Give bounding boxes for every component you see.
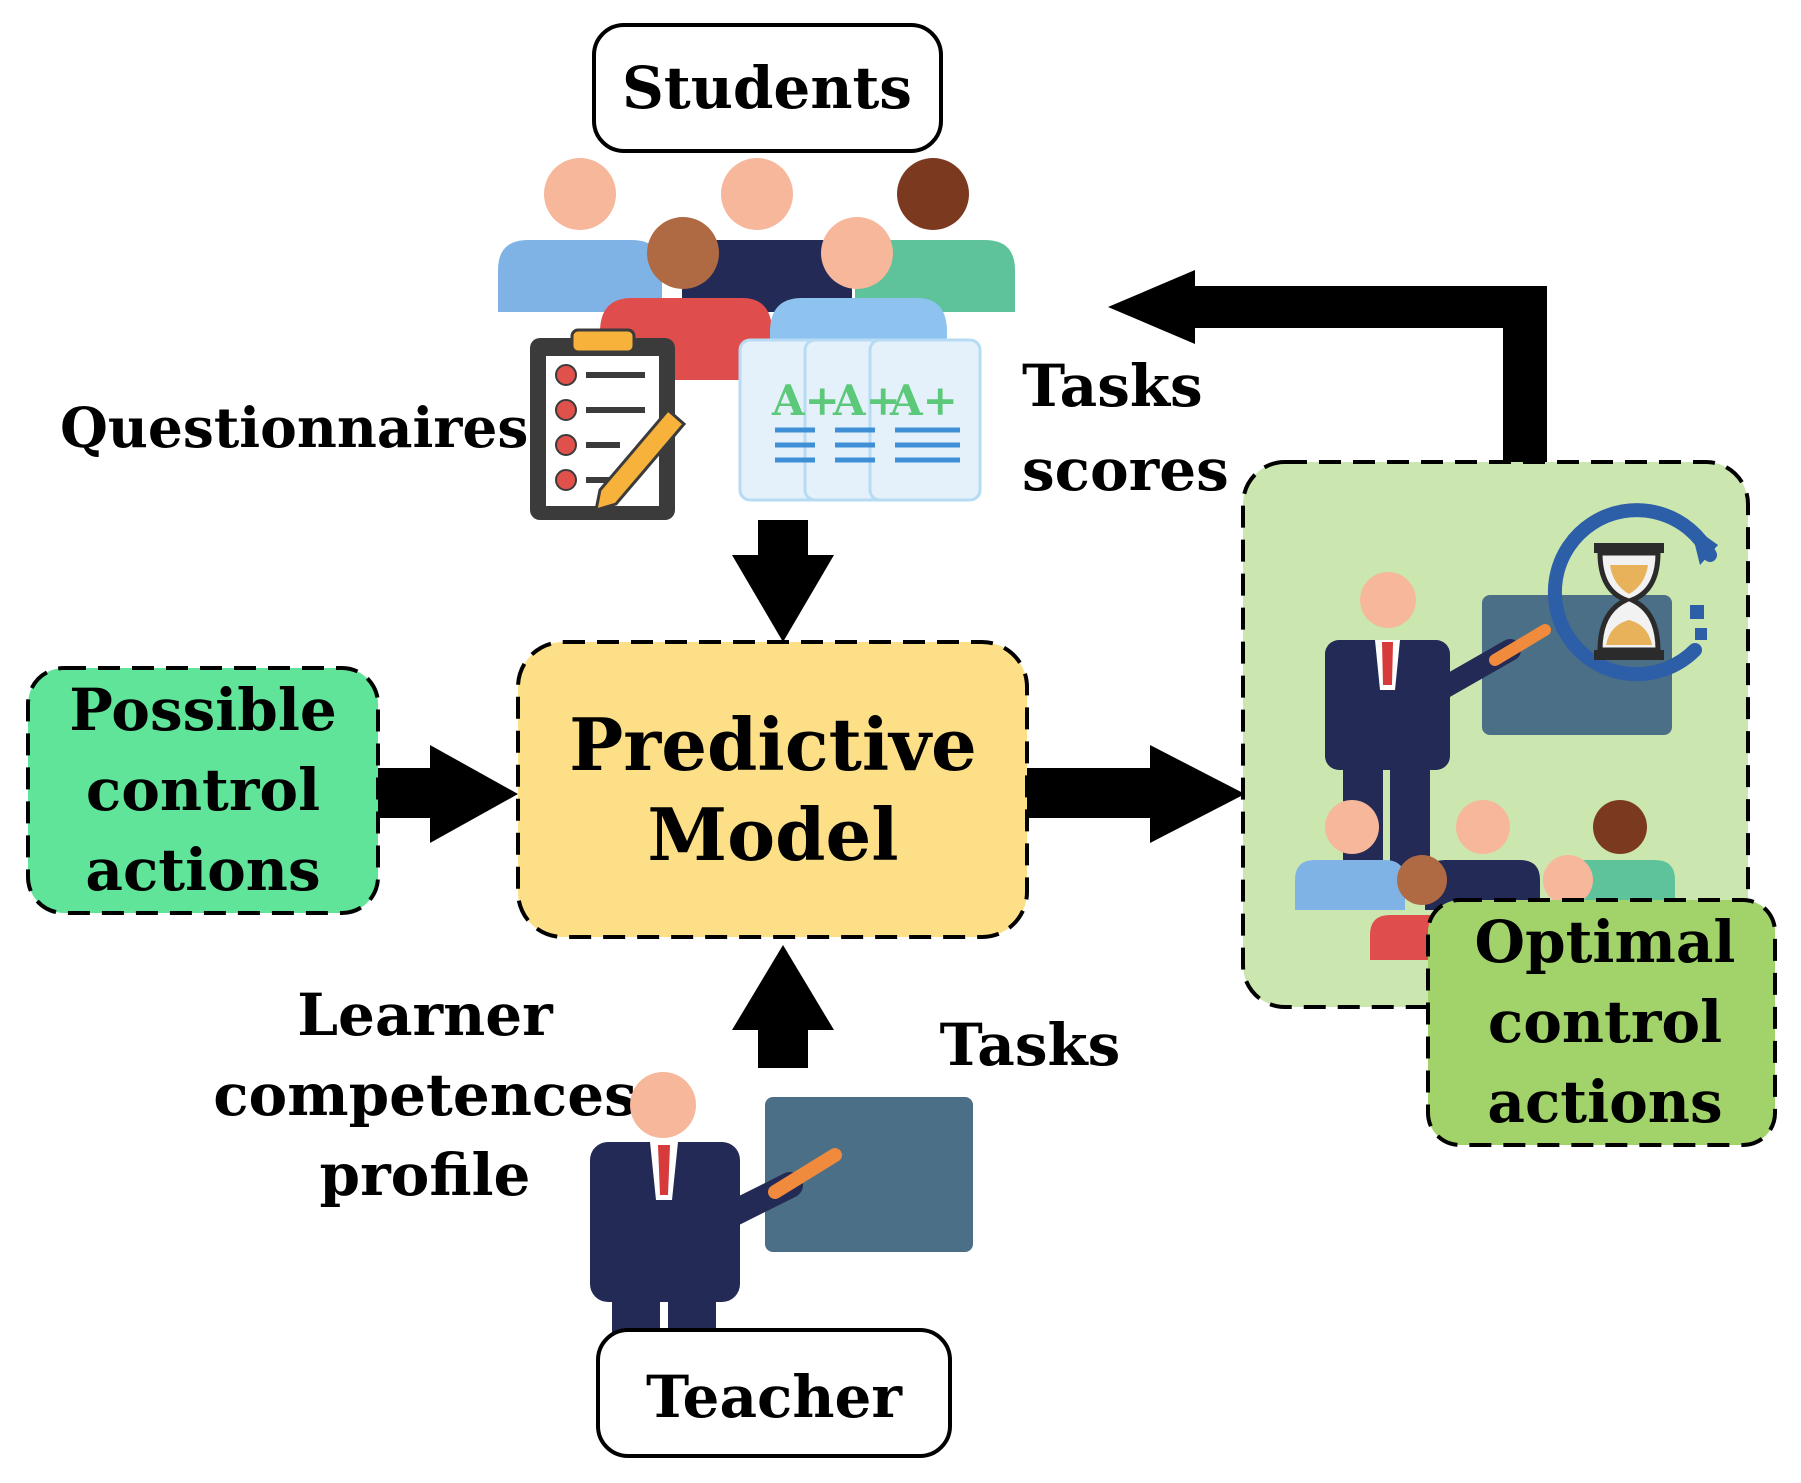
arrow-model-to-optimal [1027, 745, 1245, 843]
possible-actions-node: Possible control actions [26, 666, 380, 915]
teacher-board-icon [590, 1072, 973, 1375]
optimal-actions-label-box: Optimal control actions [1426, 898, 1777, 1147]
teacher-node: Teacher [596, 1328, 952, 1458]
predictive-model-node: Predictive Model [516, 640, 1029, 939]
optimal-actions-line1: Optimal [1475, 908, 1736, 976]
tasks-scores-label-line2: scores [1022, 436, 1229, 504]
score-sheets-icon: A+ A+ A+ [738, 338, 982, 502]
arrow-teacher-to-model [732, 945, 834, 1068]
arrow-possible-to-model [375, 745, 518, 843]
predictive-model-line2: Model [647, 792, 898, 877]
score-label-2: A+ [832, 376, 901, 425]
tasks-scores-label-line1: Tasks [1022, 352, 1203, 420]
optimal-actions-line3: actions [1487, 1068, 1722, 1136]
optimal-actions-line2: control [1488, 988, 1722, 1056]
arrow-feedback-to-students [1108, 270, 1547, 462]
questionnaires-label: Questionnaires [60, 395, 528, 460]
predictive-model-line1: Predictive [569, 702, 977, 787]
teacher-label: Teacher [646, 1363, 903, 1431]
students-label: Students [622, 54, 912, 122]
clipboard-checklist-icon [530, 328, 687, 520]
hourglass-cycle-icon [1547, 503, 1718, 682]
score-label-3: A+ [889, 376, 958, 425]
learner-profile-line1: Learner [297, 981, 554, 1049]
possible-actions-line2: control [86, 756, 320, 824]
students-node: Students [592, 23, 943, 153]
score-label-1: A+ [771, 376, 840, 425]
arrow-inputs-to-model [732, 520, 834, 642]
possible-actions-line1: Possible [69, 676, 337, 744]
learner-profile-line3: profile [320, 1141, 531, 1209]
learner-profile-line2: competences [213, 1061, 637, 1129]
tasks-label: Tasks [940, 1011, 1121, 1079]
possible-actions-line3: actions [85, 836, 320, 904]
